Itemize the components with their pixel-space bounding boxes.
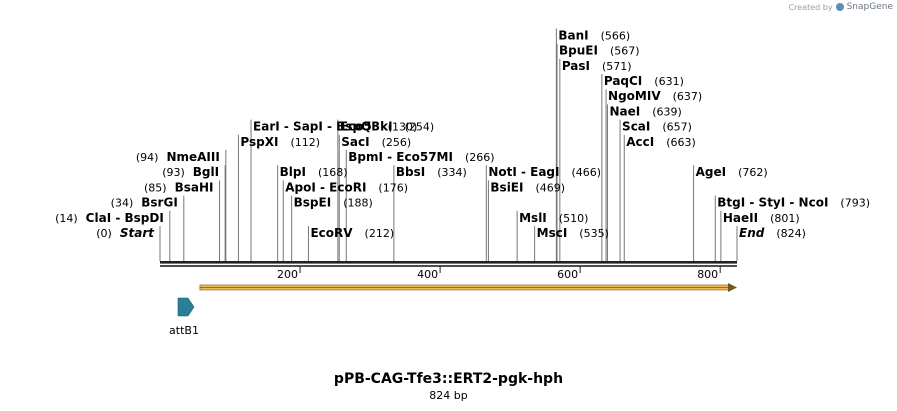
site-position: (567) <box>610 45 640 58</box>
site-name[interactable]: PspXI <box>240 135 278 149</box>
site-position: (34) <box>111 197 134 210</box>
site-position: (801) <box>770 212 800 225</box>
site-position: (466) <box>572 166 602 179</box>
site-labels: Start (0) ClaI - BspDI (14) BsrGI (34) BsaHI (8… <box>55 28 870 240</box>
site-position: (266) <box>465 151 495 164</box>
site-position: (0) <box>96 227 112 240</box>
site-position: (14) <box>55 212 78 225</box>
site-position: (631) <box>654 75 684 88</box>
site-position: (762) <box>738 166 768 179</box>
backbone-bottom-strand <box>160 265 737 267</box>
site-name[interactable]: BbsI <box>396 165 425 179</box>
site-name[interactable]: NaeI <box>609 104 640 118</box>
orf-arrowhead <box>728 283 737 292</box>
site-name[interactable]: ApoI - EcoRI <box>285 180 366 194</box>
site-lines <box>159 28 738 261</box>
site-position: (188) <box>343 197 373 210</box>
site-name[interactable]: AgeI <box>696 165 726 179</box>
site-position: (663) <box>666 136 696 149</box>
backbone <box>160 261 737 267</box>
site-name[interactable]: BsiEI <box>490 180 523 194</box>
site-name[interactable]: PasI <box>562 59 590 73</box>
site-position: (130) <box>388 121 418 134</box>
plasmid-title: pPB-CAG-Tfe3::ERT2-pgk-hph <box>333 371 564 387</box>
site-position: (94) <box>136 151 159 164</box>
site-position: (824) <box>776 227 806 240</box>
site-position: (571) <box>602 60 632 73</box>
site-position: (639) <box>652 105 682 118</box>
site-name[interactable]: ScaI <box>622 120 650 134</box>
site-name[interactable]: EcoRV <box>310 226 353 240</box>
site-position: (637) <box>673 90 703 103</box>
site-position: (93) <box>162 166 185 179</box>
site-name[interactable]: BpuEI <box>559 44 598 58</box>
tick-label: 600 <box>557 268 578 281</box>
site-position: (566) <box>601 29 631 42</box>
tick-marks: 200 400 600 800 <box>277 266 721 281</box>
site-name[interactable]: SacI <box>341 135 369 149</box>
site-position: (212) <box>365 227 395 240</box>
site-position: (254) <box>405 121 435 134</box>
site-position: (535) <box>579 227 609 240</box>
tick-label: 400 <box>417 268 438 281</box>
site-position: (334) <box>437 166 467 179</box>
site-name[interactable]: BtgI - StyI - NcoI <box>717 196 828 210</box>
site-name[interactable]: NotI - EagI <box>488 165 559 179</box>
site-name[interactable]: BspEI <box>294 196 332 210</box>
site-position: (469) <box>535 181 565 194</box>
site-position: (657) <box>662 121 692 134</box>
site-name[interactable]: BsrGI <box>141 196 178 210</box>
plasmid-length: 824 bp <box>429 389 468 402</box>
site-position: (510) <box>559 212 589 225</box>
site-position: (793) <box>840 197 870 210</box>
site-name[interactable]: BanI <box>558 28 588 42</box>
tick-label: 200 <box>277 268 298 281</box>
site-position: (256) <box>382 136 412 149</box>
site-name[interactable]: MslI <box>519 211 547 225</box>
site-position: (85) <box>144 181 167 194</box>
site-position: (168) <box>318 166 348 179</box>
attb1-arrow[interactable] <box>177 297 195 317</box>
site-name[interactable]: Eco53kI <box>340 120 393 134</box>
site-name[interactable]: ClaI - BspDI <box>86 211 164 225</box>
site-name[interactable]: HaeII <box>723 211 758 225</box>
site-name[interactable]: AccI <box>626 135 654 149</box>
tick-label: 800 <box>697 268 718 281</box>
snapgene-credit: Created by SnapGene <box>789 2 893 12</box>
site-name[interactable]: End <box>739 226 765 240</box>
site-name[interactable]: BpmI - Eco57MI <box>348 150 453 164</box>
site-name[interactable]: PaqCI <box>604 74 642 88</box>
snapgene-logo-icon <box>835 3 844 11</box>
site-position: (176) <box>378 181 408 194</box>
site-name[interactable]: NgoMIV <box>608 89 661 103</box>
features: attB1 <box>169 283 737 337</box>
site-name[interactable]: EarI - SapI - BspQI <box>253 120 376 134</box>
site-name[interactable]: NmeAIII <box>166 150 219 164</box>
site-name[interactable]: Start <box>120 226 155 240</box>
site-name[interactable]: MscI <box>537 226 568 240</box>
backbone-top-strand <box>160 261 737 264</box>
site-name[interactable]: BlpI <box>280 165 306 179</box>
credit-brand: SnapGene <box>846 2 893 12</box>
site-name[interactable]: BglI <box>193 165 219 179</box>
site-name[interactable]: BsaHI <box>175 180 214 194</box>
attb1-label: attB1 <box>169 324 199 337</box>
site-position: (112) <box>290 136 320 149</box>
credit-text: Created by <box>788 2 833 12</box>
